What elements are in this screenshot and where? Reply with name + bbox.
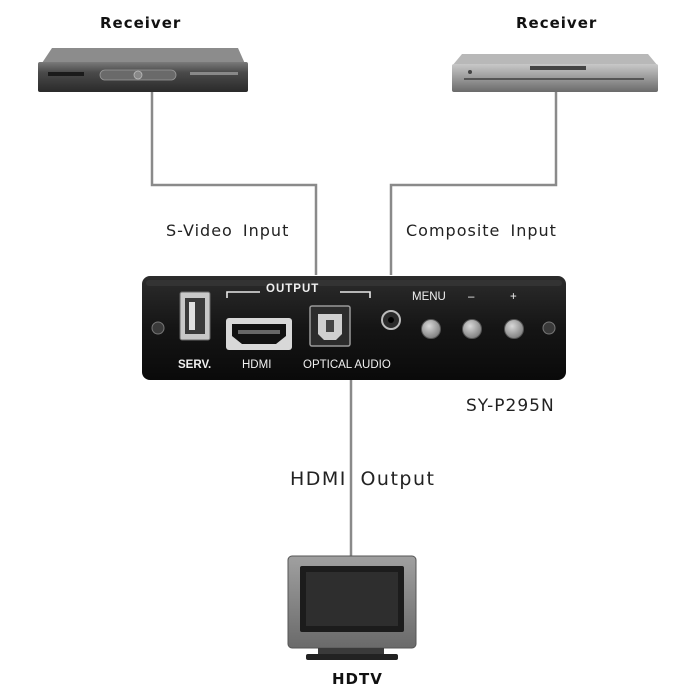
output-bracket <box>226 291 260 298</box>
receiver-left-device <box>38 48 248 92</box>
serv-port-label: SERV. <box>178 359 212 371</box>
hdmi-port-label: HDMI <box>242 359 272 371</box>
menu-button-label: MENU <box>412 291 446 303</box>
left-screw <box>151 321 165 335</box>
composite-cable <box>389 92 558 275</box>
composite-input-label: Composite Input <box>406 221 557 240</box>
receiver-right-device <box>452 54 658 92</box>
hdtv-device <box>287 555 417 660</box>
model-label: SY-P295N <box>466 396 555 416</box>
converter-device <box>142 276 566 380</box>
minus-button-label: – <box>468 291 475 303</box>
right-screw <box>542 321 556 335</box>
receiver-right-label: Receiver <box>516 14 598 32</box>
minus-button <box>462 319 482 339</box>
svideo-input-label: S-Video Input <box>166 221 290 240</box>
menu-button <box>421 319 441 339</box>
optical-audio-port-label: OPTICAL AUDIO <box>303 359 391 371</box>
hdtv-label: HDTV <box>332 670 383 688</box>
cables <box>150 92 558 560</box>
receiver-left-label: Receiver <box>100 14 182 32</box>
output-header-label: OUTPUT <box>266 283 320 295</box>
hdmi-output-label: HDMI Output <box>290 468 436 490</box>
svideo-cable <box>150 92 318 275</box>
plus-button-label: + <box>510 291 517 303</box>
plus-button <box>504 319 524 339</box>
